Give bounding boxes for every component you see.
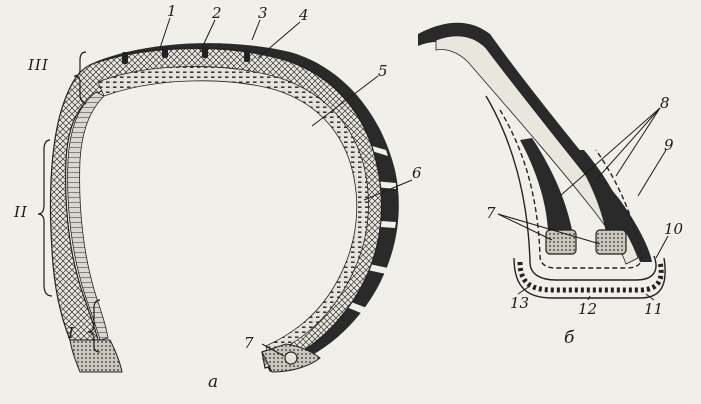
tire-section-a	[37, 17, 413, 373]
zone-label-III: III	[28, 56, 49, 74]
label-5: 5	[378, 62, 388, 80]
bead-core-right	[595, 229, 627, 255]
label-6: 6	[412, 164, 422, 182]
label-1: 1	[167, 2, 177, 20]
label-9: 9	[664, 136, 674, 154]
label-10: 10	[664, 220, 684, 238]
caption-a: а	[208, 372, 219, 392]
label-7-a: 7	[244, 334, 254, 352]
bead-core-left	[545, 229, 577, 255]
bead-base-outline	[513, 257, 666, 299]
chafer	[517, 261, 664, 293]
bead-zone	[69, 339, 123, 373]
label-8: 8	[660, 94, 670, 112]
leader-lines-a	[159, 17, 413, 357]
label-11: 11	[644, 300, 664, 318]
label-2: 2	[212, 4, 222, 22]
label-13: 13	[510, 294, 530, 312]
ply-wrap	[499, 109, 643, 269]
cord-layers	[97, 66, 369, 357]
caption-b: б	[564, 328, 575, 348]
tread-rubber	[95, 43, 399, 373]
zone-label-II: II	[14, 203, 28, 221]
bead-core	[284, 351, 298, 365]
zone-label-I: I	[68, 324, 75, 342]
leader-lines-b	[497, 107, 669, 301]
bead-detail-b	[418, 22, 669, 301]
label-4: 4	[299, 6, 309, 24]
zone-braces	[37, 51, 101, 353]
ply-wrap-2	[485, 95, 657, 281]
label-12: 12	[578, 300, 598, 318]
apex-left	[520, 138, 572, 230]
tread-notches	[122, 46, 250, 64]
label-3: 3	[258, 4, 268, 22]
apex-right	[570, 150, 630, 232]
label-7-b: 7	[486, 204, 496, 222]
